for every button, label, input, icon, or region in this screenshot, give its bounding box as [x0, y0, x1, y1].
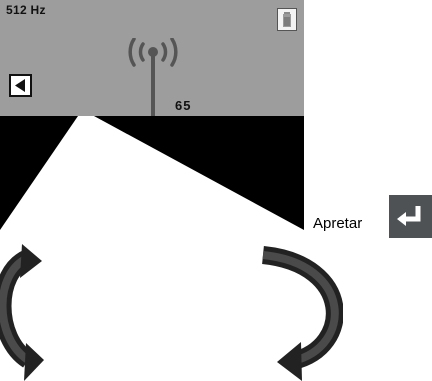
status-panel: 512 Hz 65 [0, 0, 304, 118]
left-triangle-icon [15, 79, 25, 92]
enter-return-icon [397, 206, 421, 226]
broadcast-antenna-icon [128, 38, 178, 118]
press-instruction: Apretar [313, 215, 363, 232]
battery-icon [277, 8, 297, 31]
signal-value: 65 [175, 98, 192, 113]
enter-key-button[interactable] [389, 195, 432, 238]
frequency-label: 512 Hz [6, 3, 46, 17]
curved-arrow-right-icon [261, 246, 343, 381]
device-screen: 512 Hz 65 [0, 0, 304, 230]
back-button[interactable] [9, 74, 32, 97]
curved-arrow-left-icon [0, 244, 44, 381]
white-light-cone [0, 116, 304, 230]
